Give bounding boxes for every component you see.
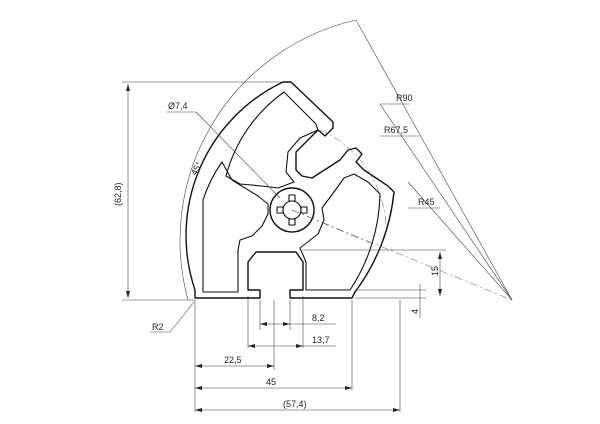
r90-label: R90 [396, 93, 413, 103]
bottom-dimensions [194, 296, 401, 412]
r675-label: R67,5 [384, 125, 408, 135]
height-label: (62,8) [113, 182, 123, 206]
slot-outer-label: 13,7 [312, 335, 330, 345]
total-width-label: (57,4) [283, 399, 307, 409]
radius-leaders [179, 19, 513, 301]
diameter-leader [166, 111, 281, 199]
slot-dimensions-right [303, 249, 446, 318]
width-45-label: 45 [266, 377, 276, 387]
height-dimension [122, 81, 283, 301]
dimension-labels: Ø7,4 45° (62,8) R90 R67,5 R45 R2 15 4 8,… [113, 93, 440, 409]
slot-lip-label: 4 [410, 309, 420, 314]
r45-label: R45 [418, 197, 435, 207]
profile-cavities [202, 91, 381, 293]
r2-leader [150, 301, 195, 333]
profile-outline [185, 81, 395, 299]
slot-width-label: 8,2 [312, 313, 325, 323]
r2-label: R2 [152, 322, 164, 332]
half-width-label: 22,5 [224, 355, 242, 365]
slot-depth-label: 15 [430, 266, 440, 276]
center-bore [269, 187, 315, 233]
construction-lines [291, 129, 513, 301]
hole-diameter-label: Ø7,4 [168, 101, 188, 111]
